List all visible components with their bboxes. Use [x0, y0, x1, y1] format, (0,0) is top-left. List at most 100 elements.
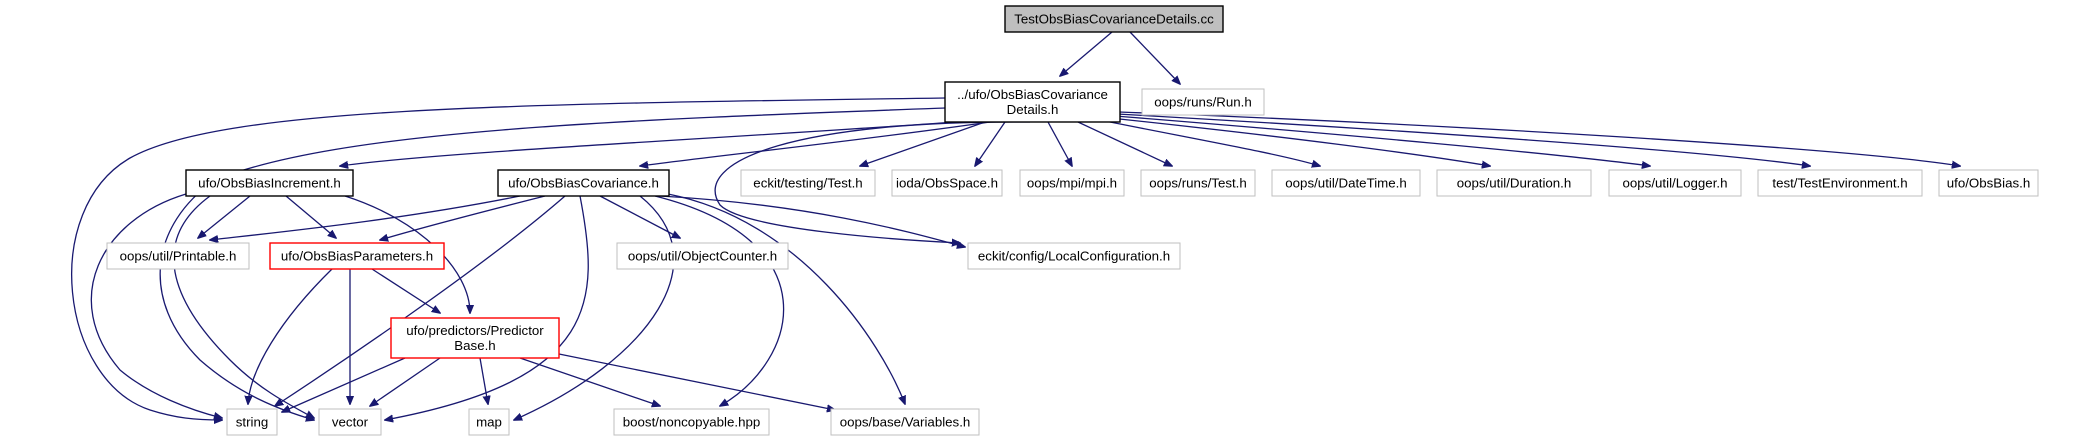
- node-covariance[interactable]: ufo/ObsBiasCovariance.h: [497, 169, 670, 197]
- node-label-printable: oops/util/Printable.h: [120, 249, 237, 264]
- node-label-increment: ufo/ObsBiasIncrement.h: [198, 176, 341, 191]
- node-vector[interactable]: vector: [318, 408, 382, 436]
- node-label-details-line-1: ../ufo/ObsBiasCovariance: [957, 87, 1108, 102]
- node-label-covariance: ufo/ObsBiasCovariance.h: [508, 176, 659, 191]
- node-box-predictor: [390, 317, 560, 359]
- edge-details-to-ecktest: [860, 121, 986, 166]
- node-box-vector: [318, 408, 382, 436]
- node-box-details: [944, 81, 1121, 123]
- node-params[interactable]: ufo/ObsBiasParameters.h: [269, 242, 445, 270]
- node-increment[interactable]: ufo/ObsBiasIncrement.h: [185, 169, 354, 197]
- edges-layer: [71, 31, 1960, 420]
- edge-root-to-details: [1060, 31, 1113, 76]
- node-box-testenv: [1757, 169, 1923, 197]
- node-obsspace[interactable]: ioda/ObsSpace.h: [891, 169, 1003, 197]
- node-label-testenv: test/TestEnvironment.h: [1772, 176, 1907, 191]
- node-label-datetime: oops/util/DateTime.h: [1285, 176, 1406, 191]
- node-box-noncopyable: [613, 408, 770, 436]
- edge-covariance-to-params: [380, 195, 546, 240]
- node-label-logger: oops/util/Logger.h: [1623, 176, 1728, 191]
- node-details[interactable]: ../ufo/ObsBiasCovarianceDetails.h: [944, 81, 1121, 123]
- edge-predictor-to-variables: [558, 353, 835, 410]
- node-run[interactable]: oops/runs/Run.h: [1141, 88, 1265, 116]
- edge-details-to-datetime: [1099, 119, 1320, 166]
- node-box-duration: [1436, 169, 1592, 197]
- node-localconf[interactable]: eckit/config/LocalConfiguration.h: [967, 242, 1181, 270]
- node-box-localconf: [967, 242, 1181, 270]
- node-datetime[interactable]: oops/util/DateTime.h: [1271, 169, 1421, 197]
- node-label-objcounter: oops/util/ObjectCounter.h: [628, 249, 777, 264]
- edge-increment-to-params: [285, 195, 336, 238]
- node-objcounter[interactable]: oops/util/ObjectCounter.h: [616, 242, 789, 270]
- edge-predictor-to-map: [479, 357, 488, 404]
- node-box-logger: [1608, 169, 1742, 197]
- node-string[interactable]: string: [226, 408, 278, 436]
- node-label-mpi: oops/mpi/mpi.h: [1027, 176, 1117, 191]
- edge-predictor-to-vector: [370, 357, 441, 406]
- edge-covariance-to-objcounter: [599, 195, 680, 238]
- edge-details-to-logger: [1114, 115, 1650, 166]
- edge-params-to-string: [248, 268, 333, 404]
- node-noncopyable[interactable]: boost/noncopyable.hpp: [613, 408, 770, 436]
- node-label-params: ufo/ObsBiasParameters.h: [281, 249, 433, 264]
- edge-covariance-to-printable: [210, 195, 521, 240]
- node-box-ecktest: [740, 169, 876, 197]
- node-map[interactable]: map: [468, 408, 510, 436]
- node-box-objcounter: [616, 242, 789, 270]
- edge-details-to-runstest: [1077, 121, 1172, 166]
- node-label-run: oops/runs/Run.h: [1154, 95, 1252, 110]
- edge-details-to-obsspace: [975, 121, 1006, 166]
- node-duration[interactable]: oops/util/Duration.h: [1436, 169, 1592, 197]
- node-box-datetime: [1271, 169, 1421, 197]
- node-box-run: [1141, 88, 1265, 116]
- node-root[interactable]: TestObsBiasCovarianceDetails.cc: [1004, 5, 1224, 33]
- node-label-string: string: [236, 415, 269, 430]
- edge-covariance-to-string: [275, 195, 566, 406]
- node-box-obsbias: [1938, 169, 2039, 197]
- node-label-obsbias: ufo/ObsBias.h: [1947, 176, 2031, 191]
- node-obsbias[interactable]: ufo/ObsBias.h: [1938, 169, 2039, 197]
- edge-details-to-increment: [340, 121, 957, 166]
- edge-details-to-covariance: [640, 121, 991, 166]
- node-label-details-line-2: Details.h: [1007, 102, 1059, 117]
- edge-increment-to-vector: [173, 195, 314, 418]
- edge-root-to-run: [1129, 31, 1180, 84]
- node-box-increment: [185, 169, 354, 197]
- edge-increment-to-printable: [198, 195, 251, 238]
- edge-details-to-testenv: [1116, 113, 1810, 166]
- node-box-variables: [830, 408, 980, 436]
- nodes-layer: TestObsBiasCovarianceDetails.cc ../ufo/Ob…: [106, 5, 2039, 436]
- node-logger[interactable]: oops/util/Logger.h: [1608, 169, 1742, 197]
- node-variables[interactable]: oops/base/Variables.h: [830, 408, 980, 436]
- edge-covariance-to-variables: [667, 193, 905, 404]
- edge-increment-to-string: [90, 193, 222, 418]
- edge-covariance-to-map: [514, 195, 675, 420]
- edge-details-to-obsbias: [1118, 111, 1960, 166]
- node-label-localconf: eckit/config/LocalConfiguration.h: [978, 249, 1170, 264]
- edge-details-to-localconf: [714, 121, 1031, 243]
- node-ecktest[interactable]: eckit/testing/Test.h: [740, 169, 876, 197]
- edge-predictor-to-string: [282, 357, 406, 412]
- node-box-map: [468, 408, 510, 436]
- node-label-ecktest: eckit/testing/Test.h: [753, 176, 862, 191]
- node-runstest[interactable]: oops/runs/Test.h: [1140, 169, 1256, 197]
- node-box-mpi: [1019, 169, 1125, 197]
- node-label-noncopyable: boost/noncopyable.hpp: [623, 415, 761, 430]
- node-box-root: [1004, 5, 1224, 33]
- edge-details-to-string: [71, 97, 946, 420]
- node-printable[interactable]: oops/util/Printable.h: [106, 242, 250, 270]
- node-box-covariance: [497, 169, 670, 197]
- node-testenv[interactable]: test/TestEnvironment.h: [1757, 169, 1923, 197]
- node-label-runstest: oops/runs/Test.h: [1149, 176, 1247, 191]
- node-box-printable: [106, 242, 250, 270]
- edge-covariance-to-noncopyable: [654, 195, 785, 406]
- edge-details-to-duration: [1109, 117, 1490, 166]
- edge-details-to-mpi: [1047, 121, 1072, 166]
- node-box-obsspace: [891, 169, 1003, 197]
- node-mpi[interactable]: oops/mpi/mpi.h: [1019, 169, 1125, 197]
- node-label-duration: oops/util/Duration.h: [1457, 176, 1572, 191]
- node-label-vector: vector: [332, 415, 369, 430]
- node-label-map: map: [476, 415, 502, 430]
